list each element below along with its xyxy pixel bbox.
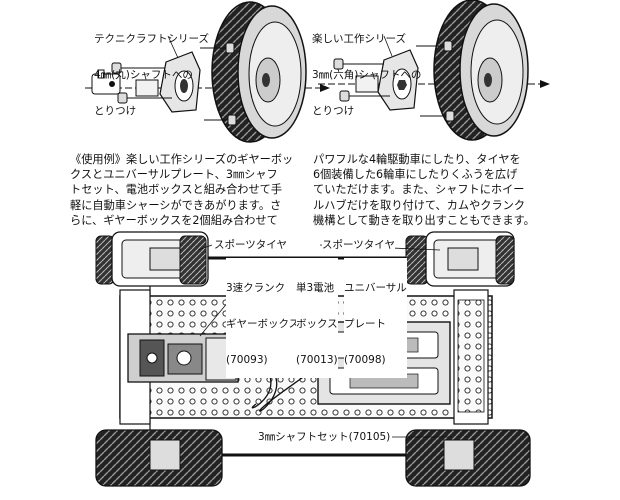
wheel-hub-top-right [377,49,419,111]
label-sports-tire-right: スポーツタイヤ [322,239,395,251]
label-universal-plate: ユニバーサル プレート (70098) [344,258,407,378]
wheel-hub-top-left [159,51,201,113]
tire-top-left [211,1,307,143]
tire-front-left [95,231,209,287]
label-line: ギヤーボックス [226,318,300,330]
label-line: (70013) [296,354,338,366]
label-line: (70093) [226,354,268,366]
label-shaft-set: 3㎜シャフトセット(70105) [258,431,391,443]
paragraph-line: 機構として動きを取り出すこともできます。 [313,213,535,227]
top-right-wheel-diagram [318,0,550,141]
label-line: 3速クランク [226,282,286,294]
label-battery-box: 単3電池 ボックス (70013) [296,258,338,378]
paragraph-line: トセット、電池ボックスと組み合わせて手 [70,183,283,197]
tire-front-right [405,231,515,287]
paragraph-line: ルハブだけを取り付けて、カムやクランク [313,198,526,212]
usage-paragraph-left: 《使用例》楽しい工作シリーズのギヤーボッ クスとユニバーサルプレート、3㎜シャフ… [70,152,293,228]
caption-line: 3㎜(六角)シャフトへの [312,69,422,81]
paragraph-line: パワフルな4輪駆動車にしたり、タイヤを [313,153,521,166]
label-line: ユニバーサル [344,282,407,294]
top-left-wheel-diagram [85,1,330,143]
label-crank-gearbox: 3速クランク ギヤーボックス (70093) [226,258,300,378]
paragraph-line: 《使用例》楽しい工作シリーズのギヤーボッ [70,153,294,166]
caption-line: 楽しい工作シリーズ [312,33,406,45]
usage-paragraph-right: パワフルな4輪駆動車にしたり、タイヤを 6個装備した6輪車にしたりくふうを広げ … [313,152,535,228]
tire-rear-right [405,429,531,487]
label-sports-tire-left: スポーツタイヤ [214,239,287,251]
label-line: 単3電池 [296,282,335,294]
paragraph-line: らに、ギヤーボックスを2個組み合わせて [70,213,278,227]
caption-line: とりつけ [312,105,355,117]
caption-hex-shaft: 楽しい工作シリーズ 3㎜(六角)シャフトへの とりつけ [312,9,421,129]
label-line: (70098) [344,354,386,366]
caption-line: とりつけ [94,105,137,117]
paragraph-line: 6個装備した6輪車にしたりくふうを広げ [313,168,518,182]
caption-line: 4㎜(丸)シャフトへの [94,69,193,81]
tire-top-right [433,0,529,141]
caption-line: テクニクラフトシリーズ [94,33,209,45]
paragraph-line: クスとユニバーサルプレート、3㎜シャフ [70,168,278,182]
paragraph-line: 軽に自動車シャーシができあがります。さ [70,198,282,212]
label-line: プレート [344,318,386,330]
caption-round-shaft: テクニクラフトシリーズ 4㎜(丸)シャフトへの とりつけ [94,9,209,129]
paragraph-line: ていただけます。また、シャフトにホイー [313,183,525,197]
tire-rear-left [95,429,223,487]
label-line: ボックス [296,318,338,330]
